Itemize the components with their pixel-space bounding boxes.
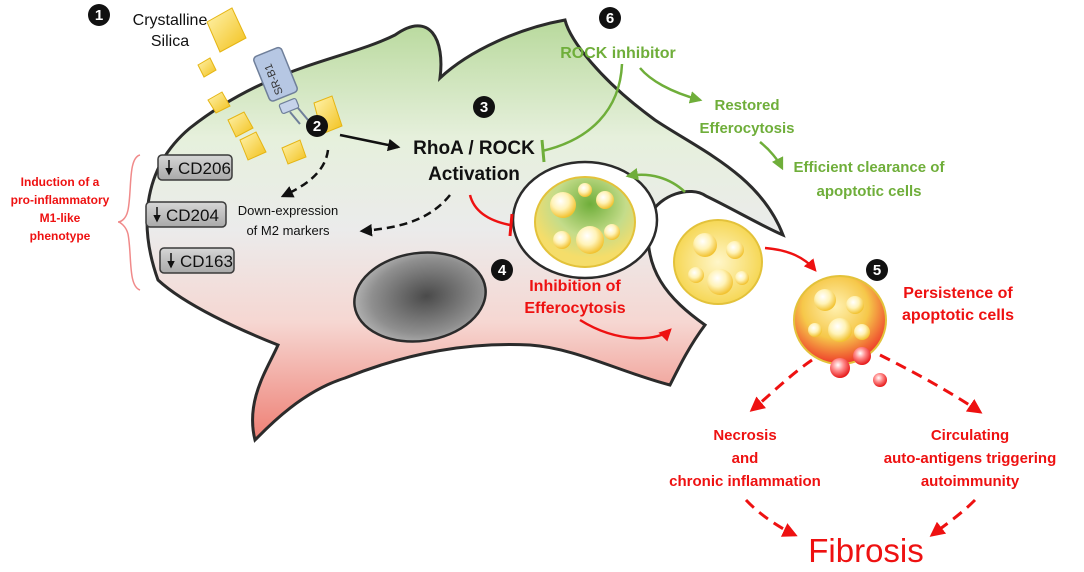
circulating-line1: Circulating — [931, 427, 1009, 444]
rhoa-label-line1: RhoA / ROCK — [413, 138, 535, 159]
necrosis-line3: chronic inflammation — [669, 473, 821, 490]
macrophage-cell — [145, 18, 786, 443]
fibrosis-label: Fibrosis — [808, 532, 924, 569]
srb1-receptor: SR-B1 — [253, 46, 309, 125]
inhibit-bar-red — [508, 213, 514, 237]
silica-crystals — [197, 7, 343, 165]
phenotype-line2: pro-inflammatory — [11, 193, 110, 207]
necrosis-line1: Necrosis — [713, 427, 776, 444]
svg-text:1: 1 — [95, 7, 103, 24]
marker-cd206: CD206 — [157, 154, 233, 181]
marker-cd163: CD163 — [159, 247, 235, 274]
arrow-persistent-to-necrosis — [749, 358, 813, 412]
persistent-apoptotic-cell — [793, 275, 887, 387]
persistence-line2: apoptotic cells — [902, 307, 1014, 324]
rhoa-label-line2: Activation — [428, 164, 520, 185]
engulfed-vesicles — [550, 183, 620, 254]
apoptotic-cell-cleft — [673, 219, 763, 305]
marker-brace — [117, 154, 141, 291]
arrow-inhibition-to-cleft — [579, 318, 672, 342]
silica-label-line2: Silica — [151, 33, 189, 50]
persistence-line1: Persistence of — [903, 285, 1013, 302]
step-badge-3: 3 — [473, 96, 495, 118]
phenotype-line1: Induction of a — [21, 175, 100, 189]
inhibit-bar-green — [540, 139, 546, 163]
clearance-line2: apoptotic cells — [816, 183, 921, 200]
rock-inhibitor-label: ROCK inhibitor — [560, 45, 676, 62]
phenotype-line4: phenotype — [30, 229, 91, 243]
arrow-inhibitor-to-restored — [639, 67, 703, 104]
step-badge-1: 1 — [88, 4, 110, 26]
circulating-line3: autoimmunity — [921, 473, 1020, 490]
svg-text:2: 2 — [313, 118, 321, 135]
arrow-cleft-to-phagosome — [625, 168, 686, 193]
inhibition-label-line2: Efferocytosis — [524, 300, 625, 317]
downexpression-line1: Down-expression — [238, 203, 338, 218]
inhibit-rockinhibitor-rhoa — [541, 63, 624, 153]
nucleus — [353, 251, 487, 343]
inhibit-rhoa-efferocytosis — [468, 194, 511, 227]
arrow-restored-to-clearance — [759, 141, 784, 171]
arrow-cleft-to-persistent — [764, 246, 817, 272]
arrow-crystal-to-rhoa — [339, 133, 401, 152]
step-badge-6: 6 — [599, 7, 621, 29]
silica-label-line1: Crystalline — [133, 12, 208, 29]
arrow-persistent-to-circulating — [879, 353, 983, 414]
arrow-crystal-to-downexpression — [280, 149, 330, 198]
marker-cd204: CD204 — [145, 201, 227, 228]
step-badge-5: 5 — [866, 259, 888, 281]
step-badge-2: 2 — [306, 115, 328, 137]
circulating-line2: auto-antigens triggering — [884, 450, 1057, 467]
phenotype-line3: M1-like — [40, 211, 81, 225]
downexpression-line2: of M2 markers — [246, 223, 330, 238]
cd206-label: CD206 — [178, 159, 231, 178]
restored-line2: Efferocytosis — [699, 120, 794, 137]
svg-text:6: 6 — [606, 10, 614, 27]
arrow-rhoa-to-downexpression — [359, 194, 451, 237]
arrow-circulating-to-fibrosis — [929, 498, 977, 537]
cd163-label: CD163 — [180, 252, 233, 271]
svg-text:5: 5 — [873, 262, 881, 279]
inhibition-label-line1: Inhibition of — [529, 278, 621, 295]
restored-line1: Restored — [714, 97, 779, 114]
arrow-necrosis-to-fibrosis — [744, 498, 798, 537]
cd204-label: CD204 — [166, 206, 219, 225]
clearance-line1: Efficient clearance of — [794, 159, 946, 176]
step-badge-4: 4 — [491, 259, 513, 281]
svg-text:3: 3 — [480, 99, 488, 116]
svg-text:4: 4 — [498, 262, 507, 279]
necrosis-line2: and — [732, 450, 759, 467]
